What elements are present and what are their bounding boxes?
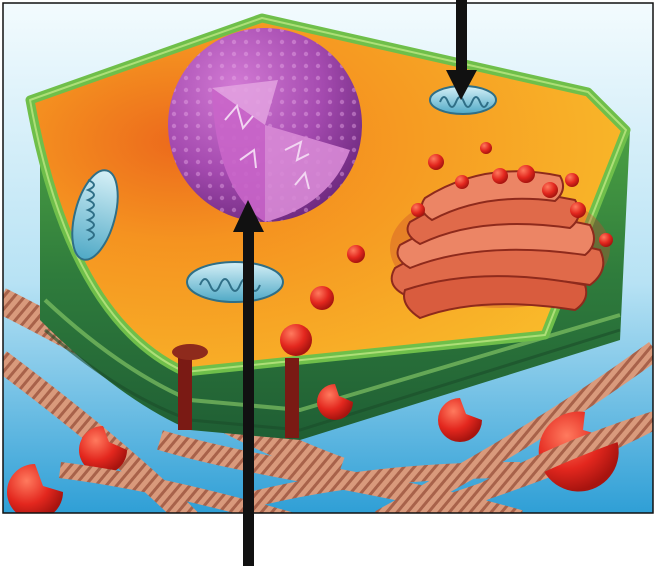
nucleus (168, 28, 362, 222)
mitochondrion-center (187, 262, 283, 302)
illustration-frame (0, 3, 655, 520)
